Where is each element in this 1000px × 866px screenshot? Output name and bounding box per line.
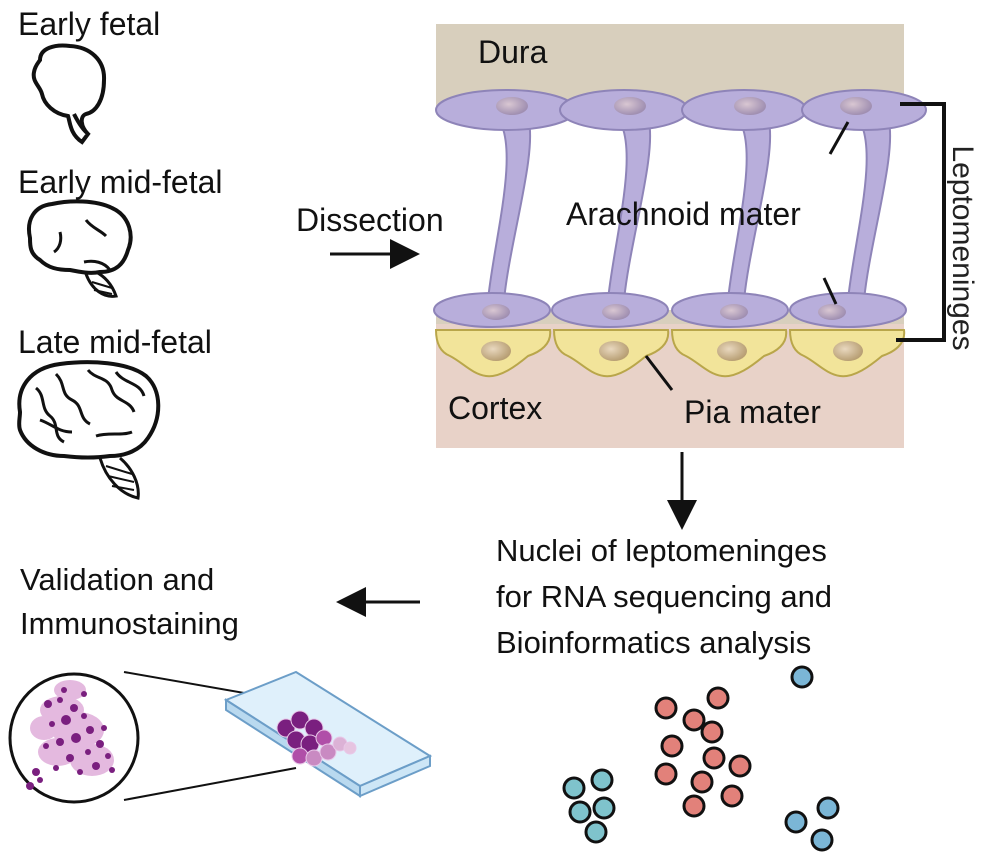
sequencing-line-1: Nuclei of leptomeninges (496, 533, 827, 568)
pia-label: Pia mater (684, 394, 821, 430)
sequencing-line-3: Bioinformatics analysis (496, 625, 812, 660)
sequencing-line-2: for RNA sequencing and (496, 579, 833, 614)
validation-text: Validation and Immunostaining (20, 558, 239, 646)
arachnoid-bottom-row (433, 292, 907, 328)
validation-line-2: Immunostaining (20, 606, 239, 641)
dura-label: Dura (478, 34, 548, 70)
pia-pointer (644, 355, 674, 391)
leptomeninges-label: Leptomeninges (946, 145, 979, 351)
nuclei-cluster-teal (562, 768, 616, 844)
arachnoid-top-row (435, 89, 927, 131)
early-fetal-brain-icon (31, 43, 107, 145)
arachnoid-pointer-bottom (822, 277, 838, 305)
stage-label-early-mid-fetal: Early mid-fetal (18, 164, 223, 200)
pia-nuclei (481, 341, 863, 361)
arachnoid-label: Arachnoid mater (566, 196, 801, 232)
stage-label-early-fetal: Early fetal (18, 6, 161, 42)
early-mid-fetal-brain-icon (27, 199, 133, 298)
dissection-label: Dissection (296, 202, 444, 238)
zoom-circle (8, 672, 140, 804)
leptomeninges-bracket (896, 102, 946, 342)
microscope-slide (223, 670, 433, 798)
immunostaining-illustration (8, 670, 433, 804)
nuclei-cluster-red (654, 686, 752, 818)
arachnoid-pointer-top (828, 121, 850, 155)
cortex-label: Cortex (448, 390, 543, 426)
late-mid-fetal-brain-icon (17, 360, 161, 500)
validation-line-1: Validation and (20, 562, 215, 597)
nuclei-cluster-blue-bottom (784, 796, 840, 852)
nuclei-cluster-blue-top (790, 665, 814, 689)
sequencing-text: Nuclei of leptomeninges for RNA sequenci… (496, 528, 832, 666)
stage-label-late-mid-fetal: Late mid-fetal (18, 324, 212, 360)
meninges-panel (433, 24, 946, 448)
